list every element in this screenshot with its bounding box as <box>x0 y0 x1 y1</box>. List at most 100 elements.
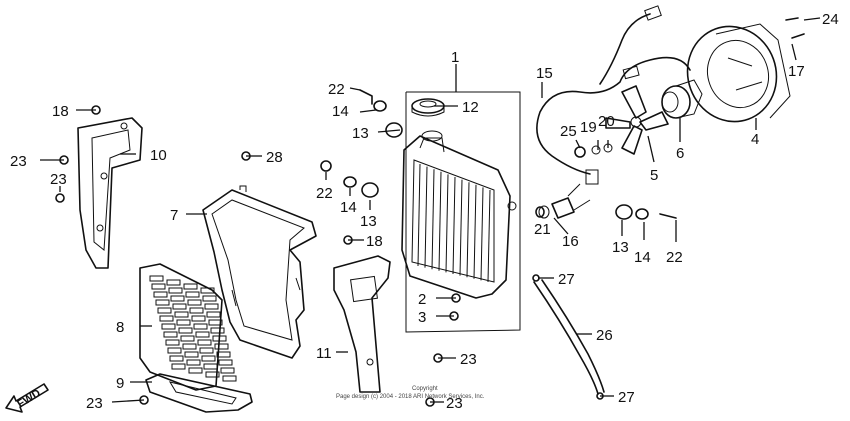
grille-slat <box>176 319 191 326</box>
radiator-core-fin <box>480 187 484 281</box>
fan-blade <box>605 85 669 155</box>
label-28: 28 <box>266 149 283 166</box>
grille-slat <box>169 355 184 362</box>
radiator-core-fin <box>445 174 449 273</box>
grille-slat <box>157 307 172 314</box>
label-20: 20 <box>598 113 615 130</box>
grille-slat <box>203 363 218 370</box>
label-23-e: 23 <box>446 395 463 412</box>
label-22-b: 22 <box>316 185 333 202</box>
label-13-a: 13 <box>352 125 369 142</box>
label-5: 5 <box>650 167 658 184</box>
grille-slat <box>172 303 187 310</box>
label-25: 25 <box>560 123 577 140</box>
grille-slat <box>204 303 219 310</box>
radiator-side-cover <box>333 255 391 393</box>
grille-slat <box>210 327 225 334</box>
grille-slat <box>174 311 189 318</box>
radiator-core-fin <box>452 176 456 275</box>
thermo-switch <box>538 183 591 219</box>
radiator-core-fin <box>431 169 435 270</box>
overflow-tube <box>533 279 605 395</box>
grille-slat <box>220 367 235 374</box>
label-9: 9 <box>116 375 124 392</box>
grille-slat <box>218 359 233 366</box>
label-3: 3 <box>418 309 426 326</box>
grille-slat <box>216 351 231 358</box>
label-27-a: 27 <box>558 271 575 288</box>
fwd-label: FWD <box>15 387 43 410</box>
label-4: 4 <box>751 131 759 148</box>
radiator-shroud-bracket <box>77 117 143 269</box>
grille-slat <box>212 335 227 342</box>
label-21: 21 <box>534 221 551 238</box>
forward-direction-arrow: FWD <box>5 383 49 413</box>
label-23-b: 23 <box>50 171 67 188</box>
grille-slat <box>187 299 202 306</box>
grille-slat <box>170 295 185 302</box>
label-15: 15 <box>536 65 553 82</box>
grille-slat <box>202 295 217 302</box>
radiator-core-fin <box>424 166 428 268</box>
grille-slat <box>161 323 176 330</box>
label-8: 8 <box>116 319 124 336</box>
label-18-a: 18 <box>52 103 69 120</box>
label-13-b: 13 <box>360 213 377 230</box>
grille-slat <box>171 363 186 370</box>
grille-slat <box>178 327 193 334</box>
grille-slat <box>149 275 164 282</box>
copyright-notice: Copyright Page design (c) 2004 - 2018 AR… <box>336 386 485 400</box>
label-12: 12 <box>462 99 479 116</box>
grille-slat <box>222 375 237 382</box>
grille-slat <box>184 351 199 358</box>
label-1: 1 <box>451 49 459 66</box>
part-number-labels: 1 12 15 4 5 6 7 8 9 10 11 13 13 13 14 14… <box>10 11 839 412</box>
label-11: 11 <box>316 345 332 362</box>
radiator-core-fin <box>473 184 477 279</box>
radiator-core-fin <box>466 182 470 278</box>
label-27-b: 27 <box>618 389 635 406</box>
fan-motor <box>661 79 703 119</box>
grille-slat <box>166 279 181 286</box>
label-18-b: 18 <box>366 233 383 250</box>
radiator-core-fin <box>438 171 442 271</box>
grille-slat <box>214 343 229 350</box>
copyright-line-1: Copyright <box>412 386 438 392</box>
grille-slat <box>167 347 182 354</box>
grille-slat <box>200 287 215 294</box>
grille-slat <box>153 291 168 298</box>
label-6: 6 <box>676 145 684 162</box>
grille-slat <box>205 371 220 378</box>
label-17: 17 <box>788 63 805 80</box>
label-13-c: 13 <box>612 239 629 256</box>
grille-slat <box>191 315 206 322</box>
label-23-d: 23 <box>460 351 477 368</box>
grille-slat <box>159 315 174 322</box>
radiator-shroud <box>202 185 317 359</box>
label-7: 7 <box>170 207 178 224</box>
grille-slat <box>188 367 203 374</box>
label-22-a: 22 <box>328 81 345 98</box>
label-16: 16 <box>562 233 579 250</box>
grille-slat <box>168 287 183 294</box>
grille-slat <box>195 331 210 338</box>
radiator-grille <box>139 263 237 391</box>
grille-slat <box>189 307 204 314</box>
grille-slat <box>197 339 212 346</box>
label-26: 26 <box>596 327 613 344</box>
label-2: 2 <box>418 291 426 308</box>
fan-wiring-harness <box>536 5 691 185</box>
grille-slat <box>182 343 197 350</box>
grille-slat <box>193 323 208 330</box>
label-23-a: 23 <box>10 153 27 170</box>
grille-slat <box>208 319 223 326</box>
grille-slat <box>206 311 221 318</box>
label-10: 10 <box>150 147 167 164</box>
grille-slat <box>185 291 200 298</box>
grille-slat <box>165 339 180 346</box>
label-14-c: 14 <box>634 249 651 266</box>
radiator-cap <box>411 98 445 117</box>
grille-slat <box>163 331 178 338</box>
label-23-c: 23 <box>86 395 103 412</box>
